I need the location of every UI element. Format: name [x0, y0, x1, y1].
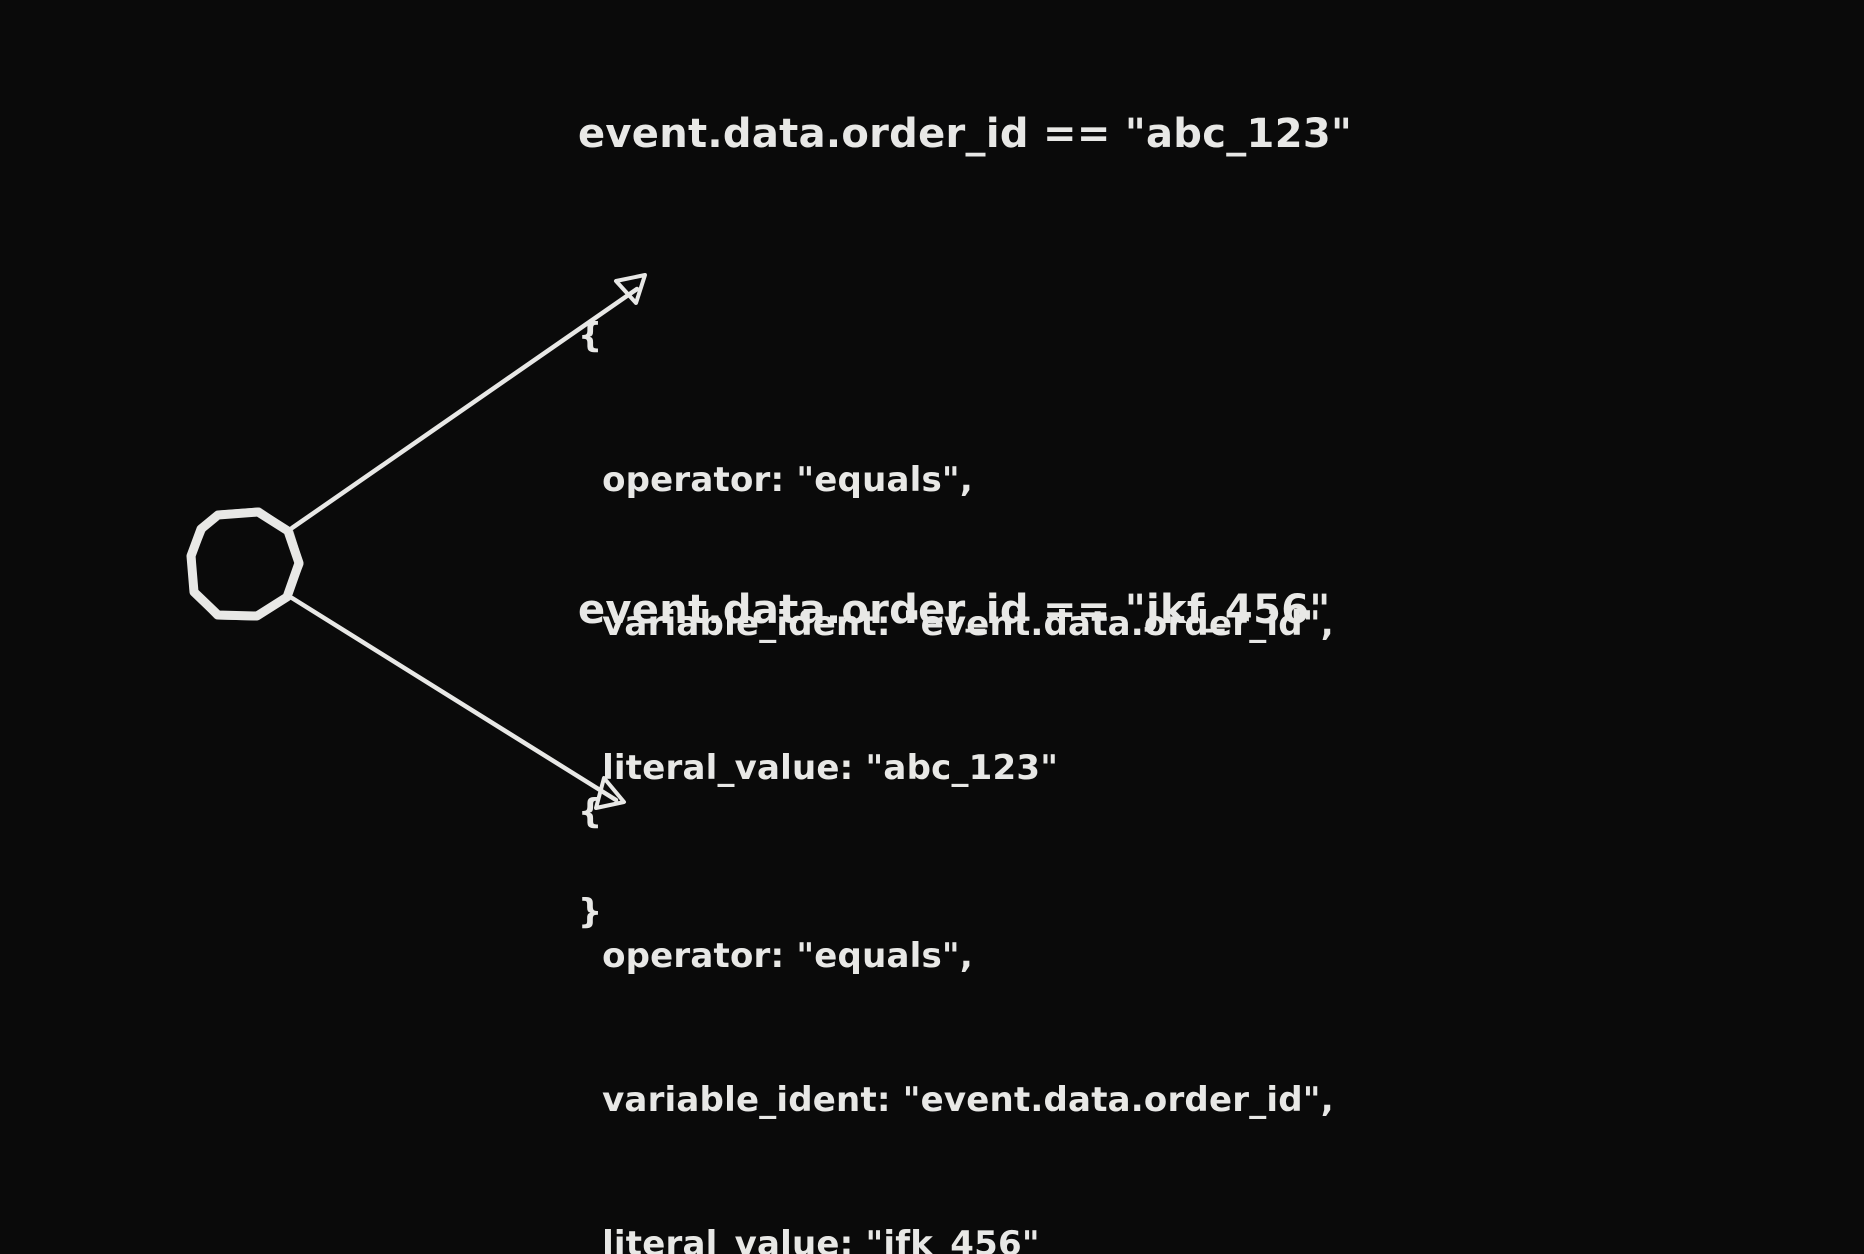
json-line: literal_value: "abc_123"	[578, 748, 1059, 788]
branch-a-block[interactable]: event.data.order_id == "abc_123" { opera…	[578, 74, 1352, 1070]
json-line: variable_ident: "event.data.order_id",	[578, 1080, 1334, 1120]
json-line: {	[578, 792, 603, 832]
json-line: operator: "equals",	[578, 460, 973, 500]
branch-a-body: { operator: "equals", variable_ident: "e…	[578, 216, 1352, 1032]
source-node[interactable]	[186, 507, 304, 621]
branch-b-expression: event.data.order_id == "jkf_456"	[578, 587, 1331, 633]
json-line: }	[578, 892, 603, 932]
json-line: {	[578, 316, 603, 356]
json-line: operator: "equals",	[578, 936, 973, 976]
branch-b-block[interactable]: event.data.order_id == "jkf_456" { opera…	[578, 550, 1334, 1254]
edge-to-branch-b[interactable]	[289, 595, 626, 810]
branch-a-expression: event.data.order_id == "abc_123"	[578, 111, 1353, 157]
branch-b-body: { operator: "equals", variable_ident: "e…	[578, 692, 1334, 1254]
json-line: variable_ident: "event.data.order_id",	[578, 604, 1334, 644]
json-line: literal_value: "jfk_456"	[578, 1224, 1040, 1254]
